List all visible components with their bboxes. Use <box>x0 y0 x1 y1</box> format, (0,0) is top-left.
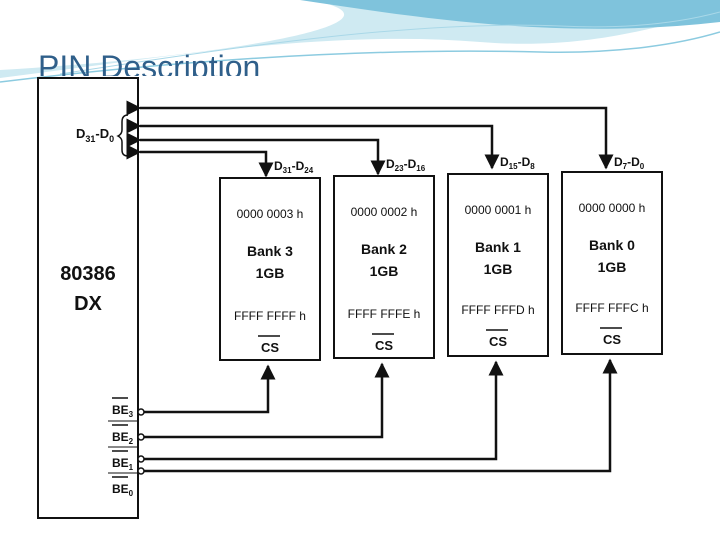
data-line-bank1 <box>126 118 500 170</box>
bank-0-size: 1GB <box>598 259 627 275</box>
bank-2-box <box>333 175 435 359</box>
bank-2-end-address: FFFF FFFE h <box>348 307 421 321</box>
bank-0-cs-label: CS <box>603 332 621 347</box>
be1-line <box>142 360 504 461</box>
inversion-bubbles <box>137 408 145 475</box>
byte-enable-lines <box>142 358 618 473</box>
bank-3-end-address: FFFF FFFF h <box>234 309 306 323</box>
swoosh-line-1 <box>0 31 720 83</box>
swoosh-band-dark <box>300 0 720 29</box>
bank-1-cs-label: CS <box>489 334 507 349</box>
be0-line <box>142 358 618 473</box>
be1-label: BE1 <box>112 456 134 472</box>
cpu-data-bus-sub: 31 <box>85 134 95 144</box>
data-bus-brace <box>116 114 129 157</box>
bank-0-box <box>561 171 663 355</box>
bank-2-bus-label: D23-D16 <box>386 157 426 173</box>
bank-1-end-address: FFFF FFFD h <box>461 303 534 317</box>
be3-label: BE3 <box>112 403 134 419</box>
be0-bubble <box>137 467 145 475</box>
data-line-bank3 <box>126 144 274 178</box>
bank-3-start-address: 0000 0003 h <box>237 207 304 221</box>
bank-2-start-address: 0000 0002 h <box>351 205 418 219</box>
bank-1-name: Bank 1 <box>475 239 521 255</box>
bank-0-end-address: FFFF FFFC h <box>575 301 648 315</box>
bank-0-start-address: 0000 0000 h <box>579 201 646 215</box>
bank-3-box <box>219 177 321 361</box>
be3-line <box>142 364 276 414</box>
header-swoosh-decoration <box>0 0 720 83</box>
cpu-name-line2: DX <box>74 293 102 315</box>
be3-bubble <box>137 408 145 416</box>
bank-2: D23-D16 0000 0002 h Bank 2 1GB FFFF FFFE… <box>333 157 435 359</box>
data-line-bank2 <box>126 132 386 176</box>
slide-title: PIN Description <box>38 49 261 76</box>
bank-2-size: 1GB <box>370 263 399 279</box>
bank-2-cs-label: CS <box>375 338 393 353</box>
cpu-data-bus-sep: -D <box>95 126 109 141</box>
bank-1-size: 1GB <box>484 261 513 277</box>
data-line-bank0 <box>126 100 614 170</box>
bank-1: D15-D8 0000 0001 h Bank 1 1GB FFFF FFFD … <box>447 155 549 357</box>
cpu-data-bus-label: D31-D0 <box>76 126 114 144</box>
data-bus-lines <box>126 100 614 178</box>
byte-enable-labels: BE3 BE2 BE1 BE0 <box>108 397 138 498</box>
bank-0-bus-label: D7-D0 <box>614 155 645 171</box>
bank-1-box <box>447 173 549 357</box>
be2-bubble <box>137 433 145 441</box>
be2-line <box>142 362 390 439</box>
cpu-data-bus-main: D <box>76 126 85 141</box>
bank-3-name: Bank 3 <box>247 243 293 259</box>
be0-label: BE0 <box>112 482 134 498</box>
memory-bank-diagram: 80386 DX D31-D0 D31-D24 0000 0003 h Bank… <box>37 77 663 519</box>
cpu-name-line1: 80386 <box>60 263 116 285</box>
bank-1-bus-label: D15-D8 <box>500 155 535 171</box>
cpu-data-bus-sub2: 0 <box>109 134 114 144</box>
bank-3-bus-label: D31-D24 <box>274 159 314 175</box>
swoosh-line-2 <box>59 11 720 75</box>
bank-0-name: Bank 0 <box>589 237 635 253</box>
bank-3: D31-D24 0000 0003 h Bank 3 1GB FFFF FFFF… <box>219 159 321 361</box>
be1-bubble <box>137 455 145 463</box>
bank-3-size: 1GB <box>256 265 285 281</box>
bank-2-name: Bank 2 <box>361 241 407 257</box>
be2-label: BE2 <box>112 430 134 446</box>
bank-3-cs-label: CS <box>261 340 279 355</box>
bank-0: D7-D0 0000 0000 h Bank 0 1GB FFFF FFFC h… <box>561 155 663 355</box>
bank-1-start-address: 0000 0001 h <box>465 203 532 217</box>
